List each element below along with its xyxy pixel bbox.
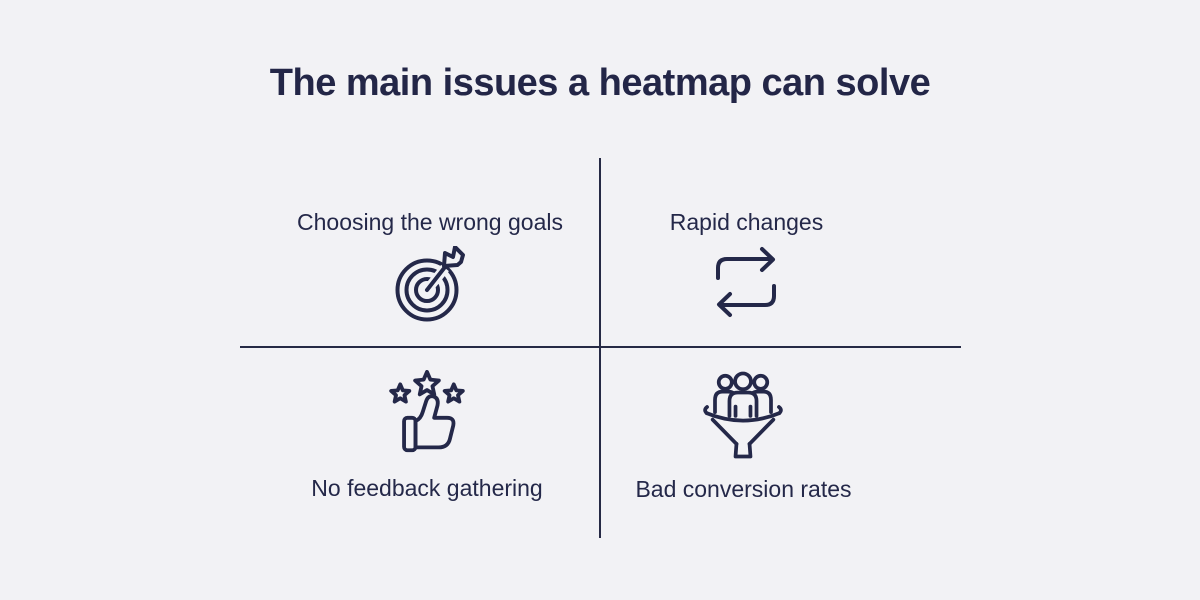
quadrant-label: Choosing the wrong goals bbox=[297, 209, 563, 235]
cycle-arrows-icon bbox=[706, 246, 786, 318]
thumbs-up-stars-icon bbox=[384, 370, 470, 456]
quadrant-top-left: Choosing the wrong goals bbox=[240, 158, 600, 347]
quadrant-label: No feedback gathering bbox=[311, 475, 543, 501]
quadrant-label: Rapid changes bbox=[669, 209, 824, 235]
quadrant-label: Bad conversion rates bbox=[635, 476, 852, 502]
vertical-divider-line bbox=[599, 158, 601, 538]
people-funnel-icon bbox=[701, 370, 785, 459]
quadrant-bottom-left: No feedback gathering bbox=[240, 347, 600, 538]
page-title: The main issues a heatmap can solve bbox=[269, 62, 931, 104]
quadrant-top-right: Rapid changes bbox=[600, 158, 961, 347]
quadrant-bottom-right: Bad conversion rates bbox=[600, 347, 961, 538]
target-dart-icon bbox=[390, 246, 470, 326]
horizontal-divider-line bbox=[240, 346, 961, 348]
